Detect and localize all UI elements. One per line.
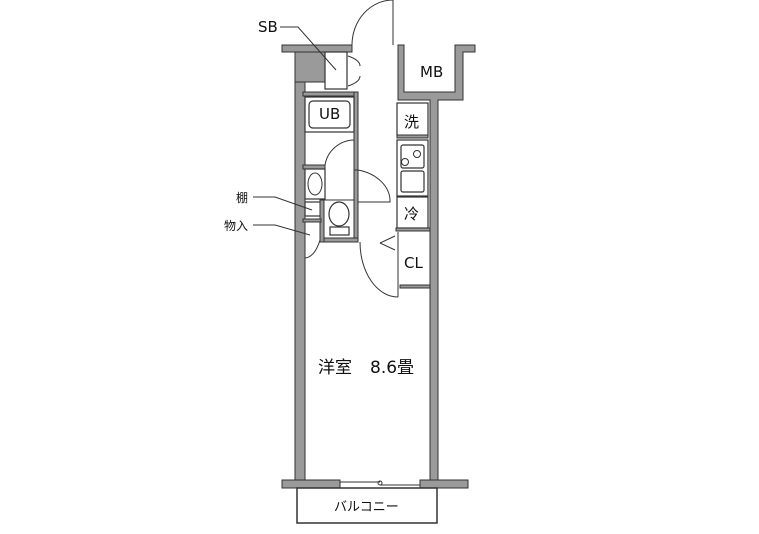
- closet-label: CL: [404, 254, 423, 272]
- toilet-door: [357, 169, 391, 203]
- shelf-label: 棚: [236, 190, 248, 205]
- fridge-space: [396, 196, 429, 229]
- storage-door: [304, 239, 321, 259]
- mb-label: MB: [420, 63, 443, 81]
- balcony: [296, 487, 438, 524]
- bath-door: [324, 139, 355, 166]
- shoe-box: [324, 51, 348, 90]
- sb-label: SB: [258, 18, 278, 36]
- sb-door: [347, 55, 361, 87]
- sb-leader: [280, 26, 337, 71]
- entrance-door: [351, 0, 394, 46]
- balcony-window: [340, 480, 420, 486]
- room-door: [359, 241, 399, 298]
- shelf-leader: [253, 196, 313, 211]
- storage-leader: [253, 224, 311, 236]
- washer-space: [396, 102, 429, 137]
- storage-label: 物入: [224, 219, 248, 233]
- room-name: 洋室: [318, 358, 352, 378]
- washer-label: 洗: [404, 113, 419, 131]
- balcony-label: バルコニー: [334, 500, 399, 515]
- closet-wall: [399, 284, 431, 289]
- toilet: [328, 201, 350, 227]
- fridge-label: 冷: [404, 205, 419, 223]
- ub-label: UB: [319, 105, 340, 123]
- room-size: 8.6畳: [370, 358, 414, 378]
